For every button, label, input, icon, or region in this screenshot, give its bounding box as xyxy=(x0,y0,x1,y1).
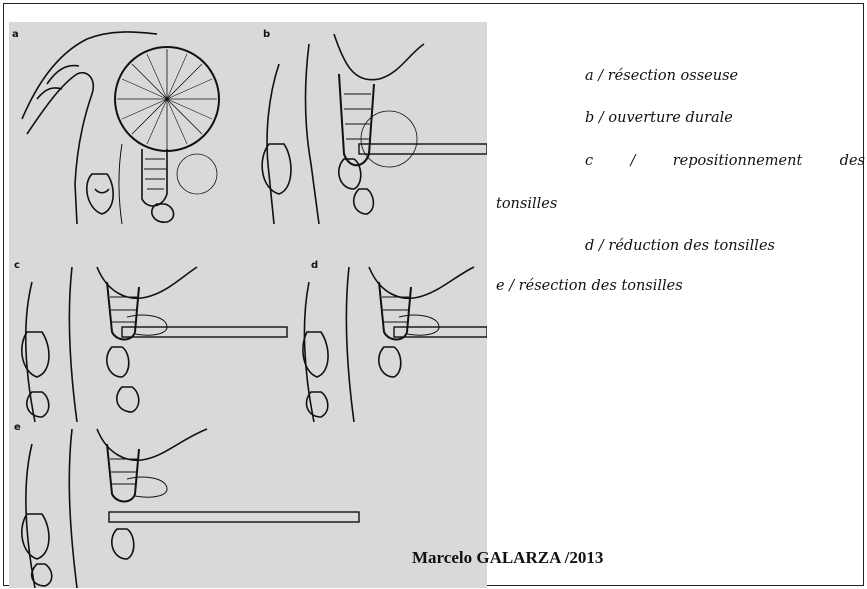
panel-e-drawing xyxy=(17,424,367,588)
legend-line-c-continuation: tonsilles xyxy=(496,196,557,212)
legend-line-b: b / ouverture durale xyxy=(585,110,733,126)
legend-line-c-word: repositionnement xyxy=(673,153,803,169)
legend-line-c-word: des xyxy=(840,153,865,169)
panel-b-drawing xyxy=(249,24,487,224)
legend-line-c: c / repositionnement des xyxy=(585,153,865,169)
legend-line-d: d / réduction des tonsilles xyxy=(585,238,775,254)
legend-line-a: a / résection osseuse xyxy=(585,68,738,84)
legend-line-c-word: c xyxy=(585,153,593,169)
author-credit: Marcelo GALARZA /2013 xyxy=(412,548,603,568)
panel-c-drawing xyxy=(17,262,292,422)
surgical-illustration-panel: a b xyxy=(9,22,487,588)
legend-line-c-word: / xyxy=(630,153,635,169)
legend-line-e: e / résection des tonsilles xyxy=(496,278,683,294)
panel-d-drawing xyxy=(299,262,487,422)
panel-a-drawing xyxy=(17,24,242,224)
